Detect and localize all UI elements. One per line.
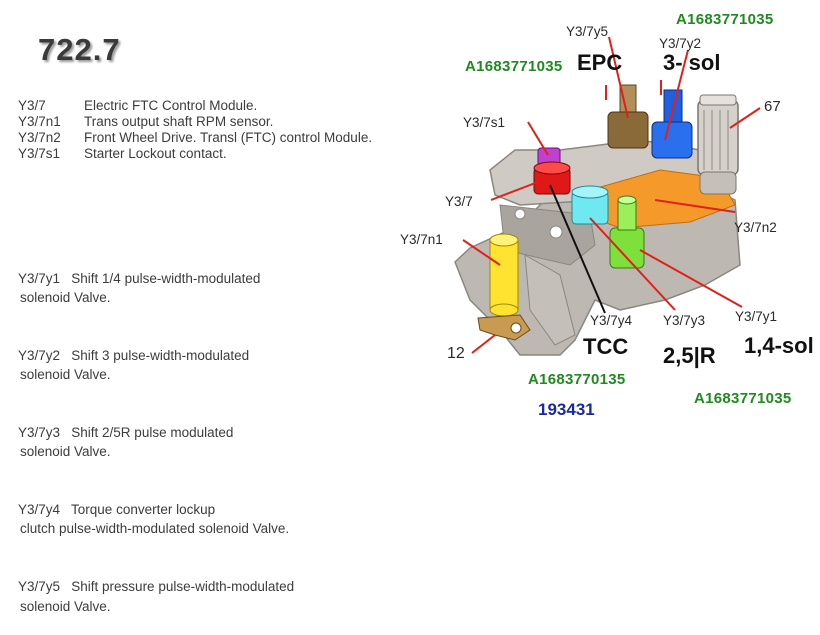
housing-hole <box>514 208 526 220</box>
housing-hole <box>549 225 563 239</box>
part-number-bottom-right: A1683771035 <box>694 390 792 407</box>
pointer-y3-7s1 <box>527 121 549 156</box>
bracket-12 <box>477 314 531 341</box>
sol3-solenoid <box>651 89 693 159</box>
tcc-solenoid <box>533 161 571 195</box>
label-y3-7y3: Y3/7y3 <box>663 313 706 328</box>
pointer-y3-7y4 <box>549 184 606 314</box>
label-67: 67 <box>764 98 781 115</box>
connector-67 <box>697 94 739 195</box>
page-title: 722.7 <box>38 32 121 67</box>
pointer-y3-7n1 <box>462 239 501 266</box>
housing-arm <box>524 254 576 346</box>
reference-number: 193431 <box>538 400 595 419</box>
label-y3-7s1: Y3/7s1 <box>463 115 506 130</box>
label-12: 12 <box>447 345 465 362</box>
label-y3-7n1: Y3/7n1 <box>400 232 443 247</box>
label-y3-7n2: Y3/7n2 <box>734 220 777 235</box>
function-sol3: 3- sol <box>663 50 721 75</box>
function-2-5r: 2,5|R <box>663 343 716 368</box>
part-number-top-right: A1683771035 <box>676 11 774 28</box>
label-y3-7y5: Y3/7y5 <box>566 24 609 39</box>
pointer-y3-7 <box>490 181 539 201</box>
pointer-y3-7y5 <box>608 36 629 119</box>
pointer-y3-7y1 <box>639 249 743 308</box>
epc-solenoid <box>607 84 649 149</box>
label-y3-7y1: Y3/7y1 <box>735 309 778 324</box>
function-epc: EPC <box>577 50 623 75</box>
pointer-y3-7y2 <box>664 49 689 141</box>
r25-solenoid <box>571 185 609 225</box>
bracket-hole <box>510 322 522 334</box>
pointer-12 <box>471 334 496 354</box>
part-number-epc: A1683771035 <box>465 58 563 75</box>
pointer-y3-7y3 <box>589 217 676 311</box>
valve-body-diagram <box>454 36 761 356</box>
function-sol14: 1,4-sol <box>744 333 814 358</box>
label-y3-7y4: Y3/7y4 <box>590 313 633 328</box>
pointer-y3-7n2 <box>654 199 736 213</box>
rpm-sensor <box>489 233 519 317</box>
label-y3-7: Y3/7 <box>445 194 473 209</box>
label-y3-7y2: Y3/7y2 <box>659 36 702 51</box>
function-tcc: TCC <box>583 334 629 359</box>
part-number-tcc: A1683770135 <box>528 371 626 388</box>
sol14-solenoid <box>609 195 645 269</box>
valve-item: Y3/7y5 Shift pressure pulse-width-modula… <box>18 579 295 614</box>
pointer-67 <box>729 107 761 129</box>
pointer-lines <box>462 36 761 354</box>
